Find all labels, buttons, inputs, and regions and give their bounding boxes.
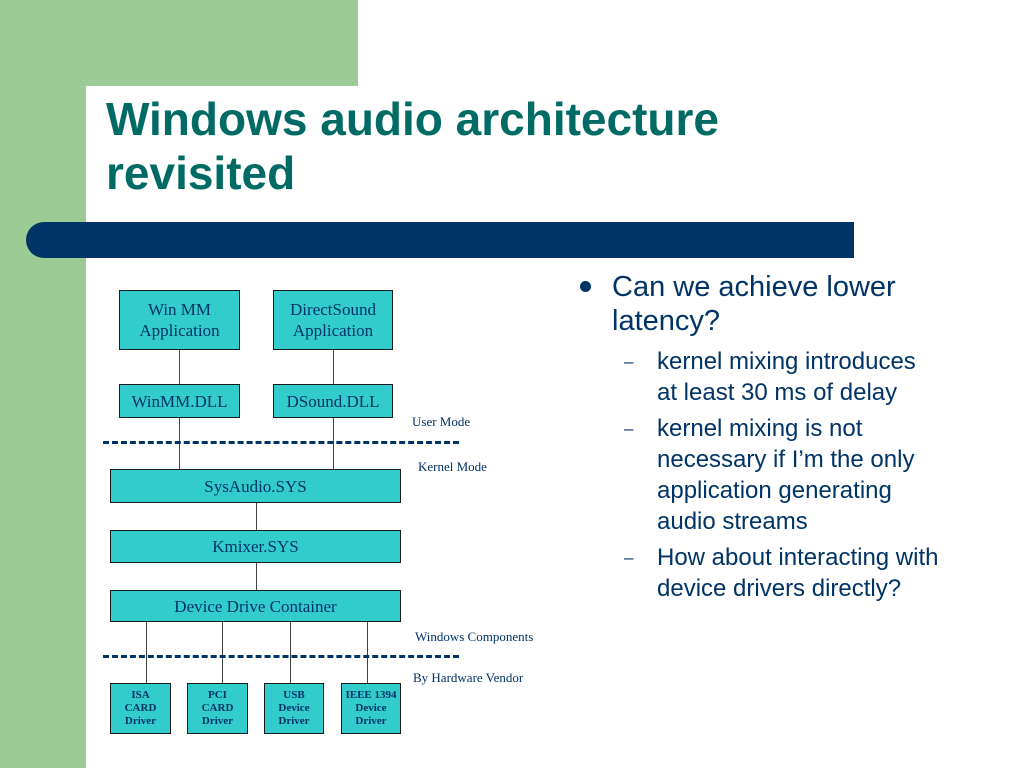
dsound-dll-box: DSound.DLL [273, 384, 393, 418]
connector [146, 622, 147, 683]
connector [256, 503, 257, 530]
device-drive-container-box: Device Drive Container [110, 590, 401, 622]
user-kernel-divider [103, 441, 459, 444]
user-mode-label: User Mode [412, 414, 471, 429]
bullet-dot-icon [580, 281, 591, 292]
sub-bullet-item: – kernel mixing introduces at least 30 m… [624, 346, 940, 408]
connector [222, 622, 223, 683]
bullet-list: Can we achieve lower latency? – kernel m… [580, 270, 940, 609]
winmm-application-box: Win MM Application [119, 290, 240, 350]
pci-card-driver-box: PCI CARD Driver [187, 683, 248, 734]
kernel-mode-label: Kernel Mode [418, 459, 487, 474]
bullet-text: Can we achieve lower latency? [612, 271, 896, 337]
connector [256, 563, 257, 590]
slide-title: Windows audio architecture revisited [106, 93, 720, 199]
sidebar-green-band [0, 0, 86, 768]
sub-bullet-item: – kernel mixing is not necessary if I’m … [624, 413, 940, 537]
windows-components-label: Windows Components [415, 629, 534, 644]
kmixer-sys-box: Kmixer.SYS [110, 530, 401, 563]
bullet-item: Can we achieve lower latency? [580, 270, 940, 338]
top-green-band [86, 0, 358, 86]
sysaudio-sys-box: SysAudio.SYS [110, 469, 401, 503]
dash-bullet-icon: – [624, 352, 634, 371]
isa-card-driver-box: ISA CARD Driver [110, 683, 171, 734]
connector [333, 350, 334, 384]
sub-bullet-text: kernel mixing is not necessary if I’m th… [657, 415, 915, 535]
dash-bullet-icon: – [624, 548, 634, 567]
title-underline-bar [26, 222, 854, 258]
slide-panel [86, 86, 1024, 768]
connector [367, 622, 368, 683]
ieee1394-device-driver-box: IEEE 1394 Device Driver [341, 683, 401, 734]
winmm-dll-box: WinMM.DLL [119, 384, 240, 418]
hardware-vendor-label: By Hardware Vendor [413, 670, 524, 685]
sub-bullet-list: – kernel mixing introduces at least 30 m… [580, 346, 940, 604]
directsound-application-box: DirectSound Application [273, 290, 393, 350]
connector [290, 622, 291, 683]
dash-bullet-icon: – [624, 419, 634, 438]
usb-device-driver-box: USB Device Driver [264, 683, 324, 734]
windows-vendor-divider [103, 655, 459, 658]
sub-bullet-text: How about interacting with device driver… [657, 544, 939, 602]
connector [179, 350, 180, 384]
sub-bullet-item: – How about interacting with device driv… [624, 542, 940, 604]
sub-bullet-text: kernel mixing introduces at least 30 ms … [657, 348, 916, 406]
